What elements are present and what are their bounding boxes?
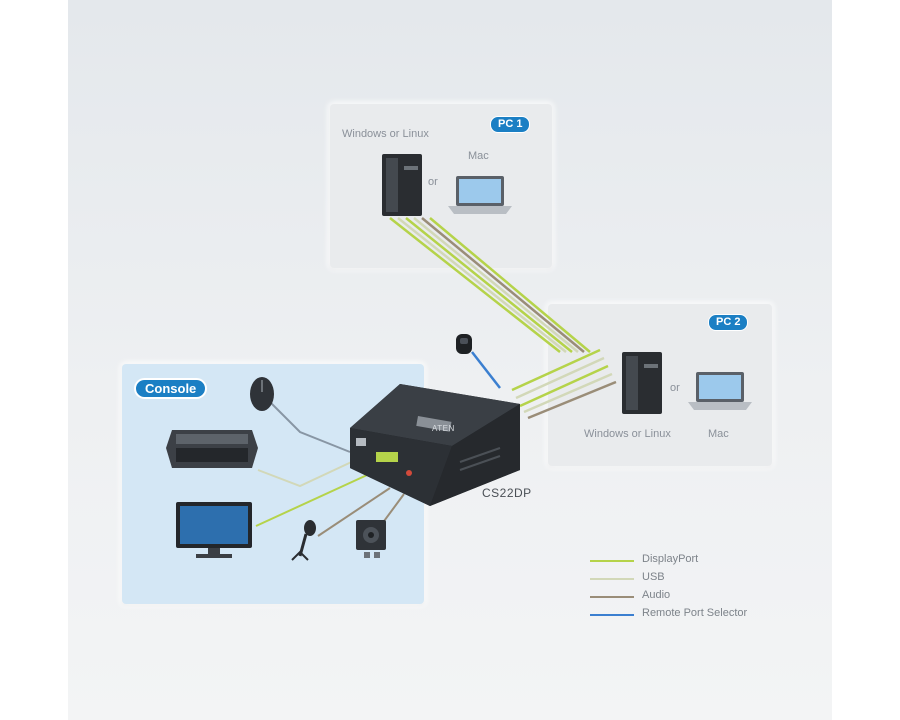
pc1-or-label: or bbox=[428, 176, 438, 188]
speaker-icon bbox=[356, 520, 386, 558]
keyboard-icon bbox=[166, 430, 258, 468]
keyboard-cable bbox=[257, 457, 361, 488]
monitor-cable bbox=[255, 469, 379, 527]
legend-label: DisplayPort bbox=[642, 553, 699, 565]
device-brand-label: ATEN bbox=[432, 424, 455, 433]
legend-swatch-remote-port-selector bbox=[590, 614, 634, 616]
pc2-or-label: or bbox=[670, 382, 680, 394]
pc2-os-label: Windows or Linux bbox=[584, 428, 671, 440]
legend-label: Remote Port Selector bbox=[642, 607, 748, 619]
pc2-tower-icon bbox=[622, 352, 662, 414]
legend-swatch-usb bbox=[590, 578, 634, 580]
legend-label: USB bbox=[642, 571, 665, 583]
pc2-mac-label: Mac bbox=[708, 428, 729, 440]
pc1-mac-label: Mac bbox=[468, 150, 489, 162]
legend-swatch-displayport bbox=[590, 560, 634, 562]
mouse-icon bbox=[250, 377, 274, 411]
pc1-os-label: Windows or Linux bbox=[342, 128, 429, 140]
pc2-badge: PC 2 bbox=[708, 314, 749, 331]
mouse-cable bbox=[269, 401, 351, 453]
pc1-tower-icon bbox=[382, 154, 422, 216]
pc1-panel: PC 1 Windows or Linux Mac or bbox=[330, 104, 552, 268]
pc2-cable-bundle bbox=[511, 348, 617, 420]
remote-selector-cable bbox=[471, 351, 501, 389]
kvm-switch-icon bbox=[350, 384, 520, 506]
remote-port-selector-icon bbox=[456, 334, 472, 354]
pc1-badge: PC 1 bbox=[490, 116, 531, 133]
microphone-icon bbox=[291, 520, 316, 561]
legend-label: Audio bbox=[642, 589, 671, 601]
mic-cable bbox=[317, 487, 391, 537]
legend-swatch-audio bbox=[590, 596, 634, 598]
pc2-laptop-icon bbox=[688, 372, 752, 410]
pc1-cable-bundle bbox=[389, 217, 591, 353]
device-model-label: CS22DP bbox=[482, 486, 532, 500]
console-badge: Console bbox=[134, 378, 208, 399]
monitor-icon bbox=[176, 502, 252, 558]
pc1-laptop-icon bbox=[448, 176, 512, 214]
